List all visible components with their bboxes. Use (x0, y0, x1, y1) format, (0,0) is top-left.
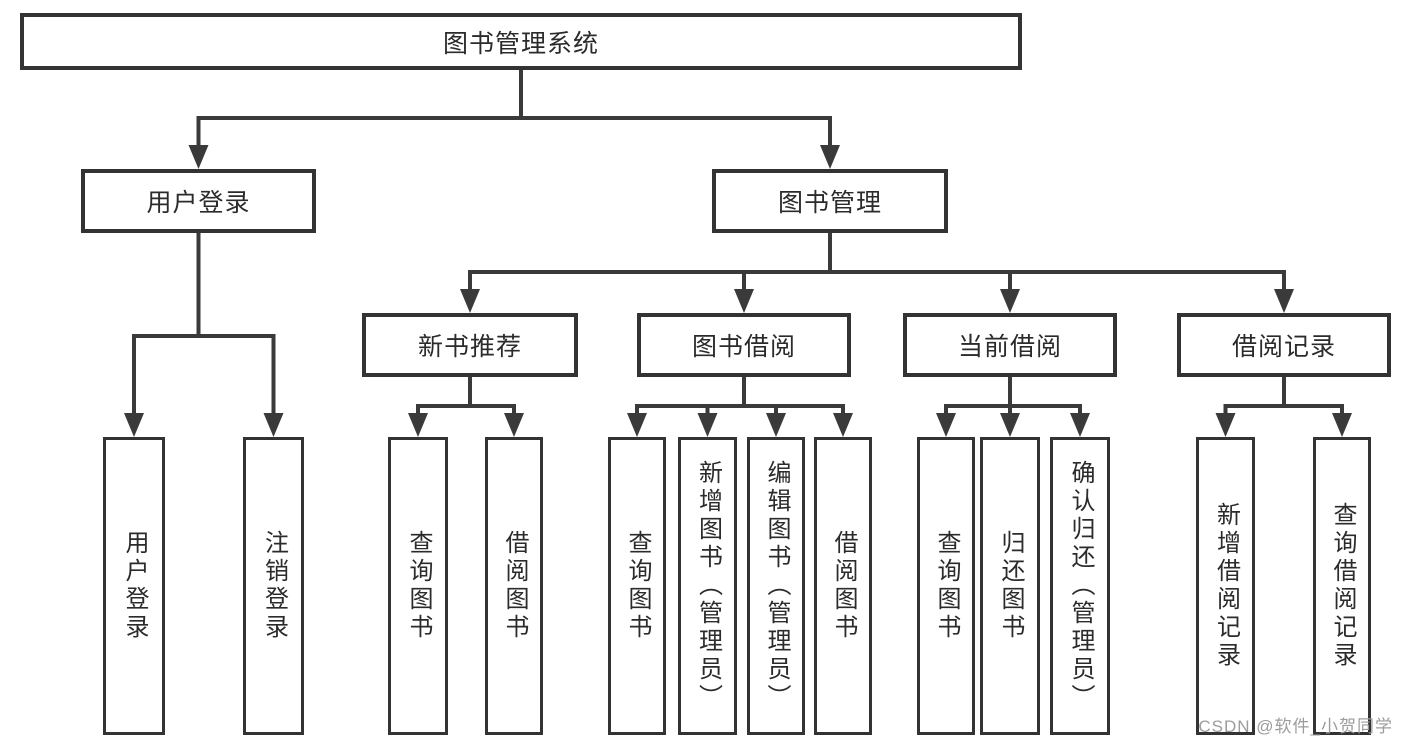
arrowhead-down-icon (188, 145, 209, 169)
arrowhead-down-icon (1215, 413, 1236, 437)
arrowhead-down-icon (460, 289, 480, 313)
arrowhead-down-icon (1332, 413, 1352, 437)
edge-mgmt (460, 231, 1294, 313)
node-mgmt: 图书管理 (712, 169, 948, 233)
edge-newbook (408, 375, 524, 437)
arrowhead-down-icon (627, 413, 647, 437)
node-label: 新增借阅记录 (1212, 502, 1240, 670)
arrowhead-down-icon (1000, 413, 1020, 437)
arrowhead-down-icon (124, 413, 144, 437)
node-bw-edit: 编辑图书（管理员） (747, 437, 805, 735)
edge-current (936, 375, 1090, 437)
node-cur-query: 查询图书 (917, 437, 975, 735)
node-bw-add: 新增图书（管理员） (678, 437, 737, 735)
node-root: 图书管理系统 (20, 13, 1022, 70)
node-cur-return: 归还图书 (980, 437, 1040, 735)
arrowhead-down-icon (408, 413, 428, 437)
node-label: 查询图书 (933, 530, 960, 642)
node-label: 图书借阅 (691, 333, 796, 361)
node-records: 借阅记录 (1177, 313, 1391, 377)
arrowhead-down-icon (263, 413, 284, 437)
node-nb-query: 查询图书 (388, 437, 448, 735)
node-nb-borrow: 借阅图书 (485, 437, 543, 735)
node-label: 查询图书 (624, 530, 651, 642)
node-cur-confirm: 确认归还（管理员） (1050, 437, 1110, 735)
node-label: 注销登录 (260, 530, 288, 642)
watermark: CSDN @软件_小贺同学 (1198, 717, 1393, 736)
node-login: 用户登录 (81, 169, 316, 233)
node-rec-query: 查询借阅记录 (1313, 437, 1371, 735)
node-label: 用户登录 (146, 189, 251, 217)
node-borrow: 图书借阅 (637, 313, 851, 377)
node-label: 当前借阅 (957, 333, 1062, 361)
arrowhead-down-icon (697, 413, 718, 437)
edge-login (124, 231, 284, 437)
node-label: 新增图书（管理员） (694, 460, 722, 712)
node-bw-query: 查询图书 (608, 437, 666, 735)
node-logout-leaf: 注销登录 (243, 437, 304, 735)
arrowhead-down-icon (504, 413, 524, 437)
arrowhead-down-icon (936, 413, 956, 437)
node-label: 图书管理系统 (442, 29, 599, 58)
edge-records (1215, 375, 1352, 437)
node-label: 图书管理 (777, 189, 882, 217)
node-label: 借阅图书 (501, 530, 528, 642)
node-label: 查询图书 (405, 530, 432, 642)
node-label: 确认归还（管理员） (1067, 460, 1094, 712)
node-label: 借阅记录 (1231, 333, 1336, 361)
node-label: 编辑图书（管理员） (763, 460, 790, 712)
arrowhead-down-icon (766, 413, 786, 437)
node-current: 当前借阅 (903, 313, 1117, 377)
arrowhead-down-icon (820, 145, 840, 169)
node-newbook: 新书推荐 (362, 313, 578, 377)
node-rec-add: 新增借阅记录 (1196, 437, 1255, 735)
arrowhead-down-icon (1274, 289, 1294, 313)
node-label: 归还图书 (997, 530, 1024, 642)
node-label: 用户登录 (121, 530, 148, 642)
edge-borrow (627, 375, 853, 437)
arrowhead-down-icon (1070, 413, 1090, 437)
arrowhead-down-icon (833, 413, 853, 437)
node-label: 借阅图书 (830, 530, 857, 642)
node-user-login-leaf: 用户登录 (103, 437, 165, 735)
node-bw-borrow: 借阅图书 (814, 437, 872, 735)
arrowhead-down-icon (1000, 289, 1020, 313)
edge-root (188, 68, 840, 169)
node-label: 新书推荐 (417, 333, 522, 361)
arrowhead-down-icon (734, 289, 754, 313)
node-label: 查询借阅记录 (1329, 502, 1356, 670)
